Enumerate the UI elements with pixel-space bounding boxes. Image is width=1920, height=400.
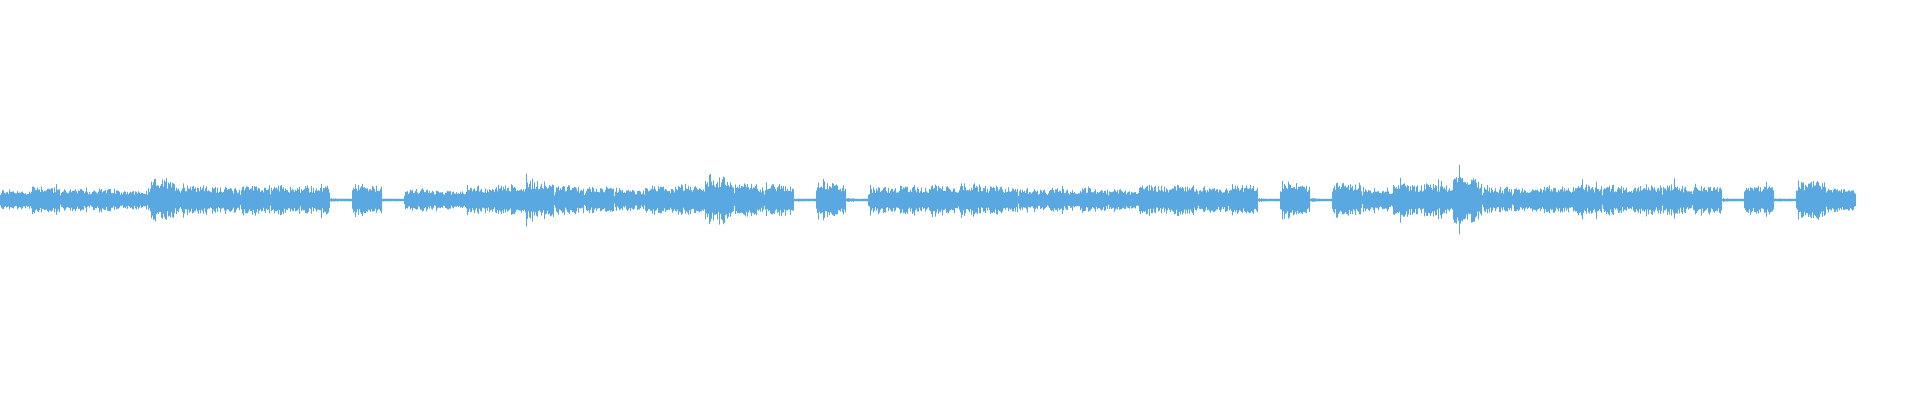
waveform-note-40 <box>1168 184 1198 216</box>
waveform-note-30 <box>868 184 898 216</box>
waveform-body <box>0 164 1856 235</box>
waveform-note-15 <box>434 190 464 212</box>
waveform-group-8 <box>1744 181 1796 217</box>
waveform-note-44 <box>1280 180 1310 220</box>
waveform-group-2 <box>352 183 404 218</box>
waveform-note-2 <box>60 187 90 213</box>
waveform-note-43 <box>1258 198 1280 202</box>
waveform-note-26 <box>764 182 794 217</box>
waveform-note-7 <box>210 186 240 215</box>
waveform-note-18 <box>524 173 554 227</box>
waveform-note-29 <box>846 198 868 202</box>
waveform-note-8 <box>240 185 270 216</box>
waveform-group-4 <box>816 178 868 221</box>
waveform-note-1 <box>30 184 60 215</box>
waveform-note-52 <box>1512 188 1542 212</box>
waveform-note-46 <box>1332 182 1362 218</box>
waveform-note-36 <box>1048 186 1078 214</box>
waveform-note-9 <box>270 185 300 216</box>
waveform-note-11 <box>330 198 352 202</box>
waveform-note-35 <box>1018 187 1048 213</box>
waveform-note-28 <box>816 178 846 221</box>
waveform-note-3 <box>90 188 120 213</box>
waveform-note-48 <box>1392 177 1422 223</box>
waveform-group-6 <box>1280 180 1332 220</box>
waveform-note-62 <box>1796 180 1826 220</box>
waveform-note-10 <box>300 183 330 219</box>
waveform-note-59 <box>1722 198 1744 202</box>
waveform-note-23 <box>674 183 704 215</box>
waveform-note-41 <box>1198 186 1228 213</box>
waveform-note-51 <box>1482 185 1512 214</box>
waveform-note-21 <box>614 187 644 211</box>
waveform-note-56 <box>1632 184 1662 217</box>
waveform-note-50 <box>1452 164 1482 235</box>
waveform-note-5 <box>150 178 180 222</box>
waveform-note-63 <box>1826 188 1856 213</box>
waveform-note-33 <box>958 183 988 218</box>
waveform-note-60 <box>1744 181 1774 217</box>
waveform-note-25 <box>734 183 764 217</box>
waveform-note-13 <box>382 198 404 202</box>
waveform-note-53 <box>1542 185 1572 214</box>
waveform-note-47 <box>1362 186 1392 214</box>
waveform-group-1 <box>0 178 352 222</box>
waveform-note-22 <box>644 185 674 215</box>
waveform-note-27 <box>794 198 816 202</box>
waveform-note-37 <box>1078 186 1108 213</box>
waveform-note-49 <box>1422 179 1452 220</box>
waveform-note-61 <box>1774 198 1796 202</box>
waveform-note-19 <box>554 185 584 216</box>
waveform-note-24 <box>704 173 734 225</box>
waveform-group-3 <box>404 173 816 227</box>
waveform-note-45 <box>1310 198 1332 202</box>
waveform-group-9 <box>1796 180 1856 220</box>
waveform-note-34 <box>988 185 1018 215</box>
waveform-note-0 <box>0 189 30 210</box>
waveform-note-16 <box>464 185 494 216</box>
waveform-note-32 <box>928 184 958 218</box>
waveform-note-14 <box>404 188 434 212</box>
waveform-note-55 <box>1602 184 1632 216</box>
waveform-note-31 <box>898 184 928 216</box>
waveform-note-6 <box>180 183 210 218</box>
waveform-note-4 <box>120 188 150 210</box>
waveform-note-58 <box>1692 183 1722 216</box>
waveform-note-20 <box>584 186 614 214</box>
waveform-note-42 <box>1228 184 1258 216</box>
waveform-note-12 <box>352 183 382 218</box>
waveform-note-38 <box>1108 189 1138 212</box>
waveform-note-39 <box>1138 184 1168 216</box>
waveform-note-54 <box>1572 179 1602 220</box>
waveform-group-7 <box>1332 164 1744 235</box>
waveform-note-57 <box>1662 178 1692 219</box>
waveform-group-5 <box>868 183 1280 218</box>
waveform-note-17 <box>494 184 524 215</box>
